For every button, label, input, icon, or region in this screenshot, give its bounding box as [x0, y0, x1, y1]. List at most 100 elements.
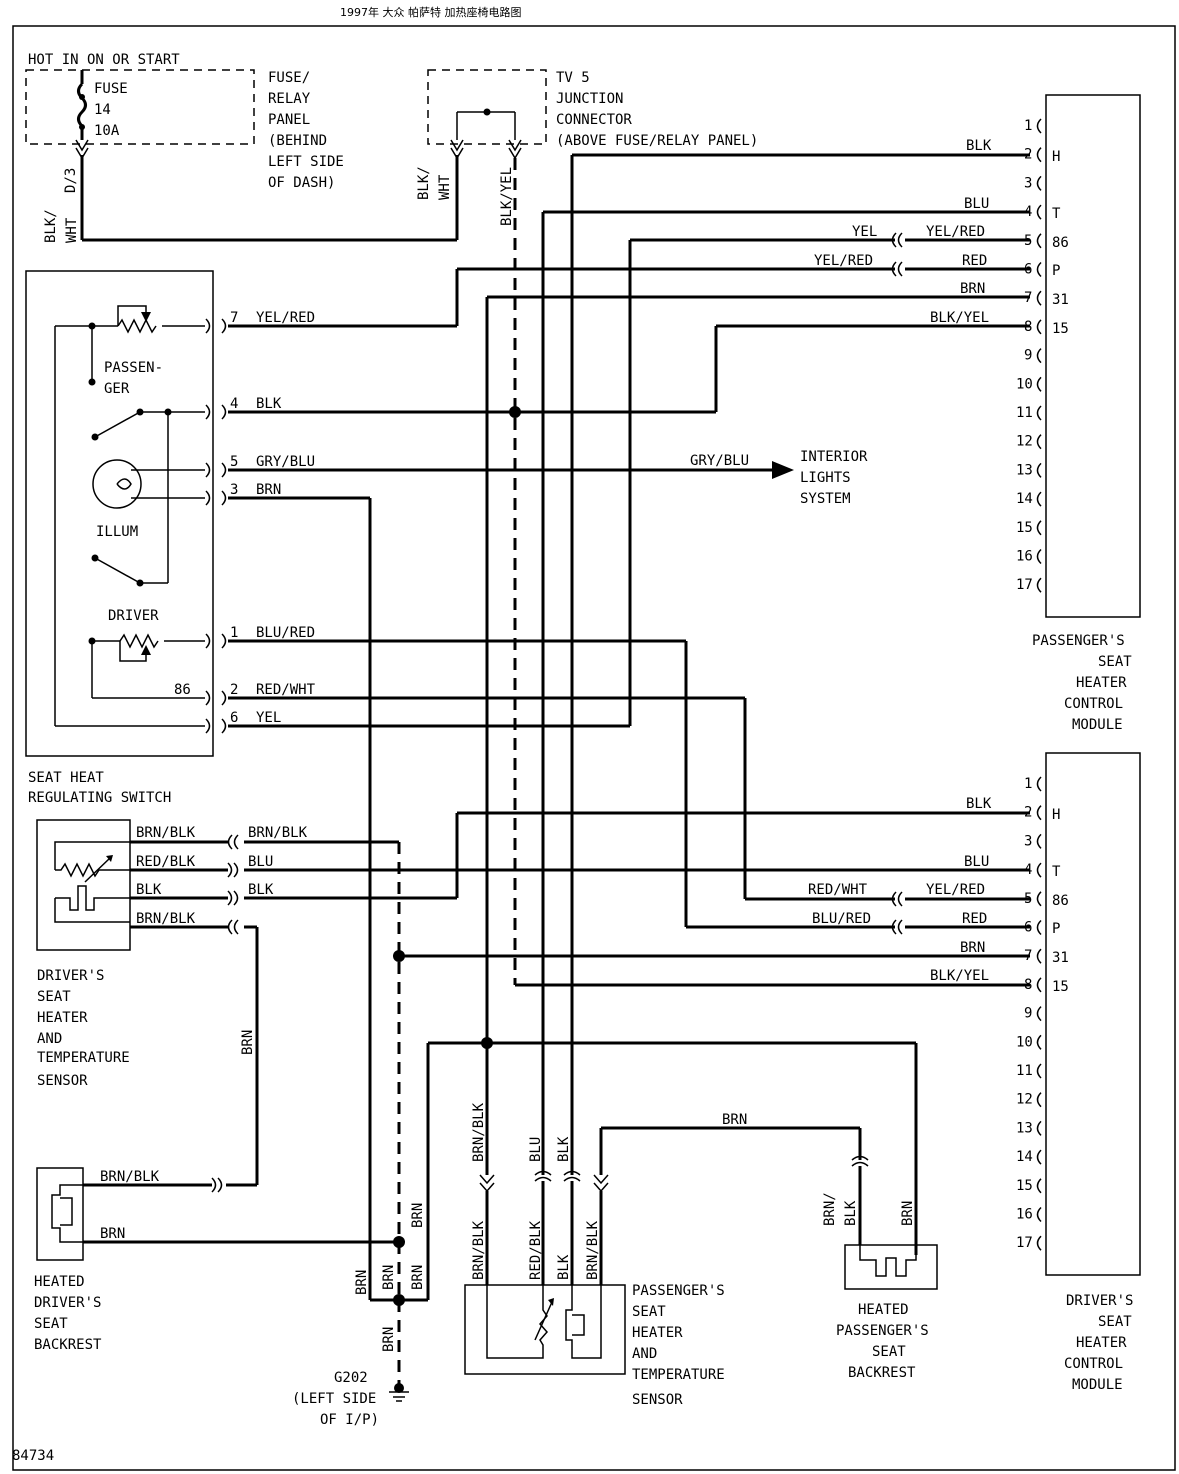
- pass-ext-5-label: YEL: [852, 224, 877, 240]
- fuse-wire-label-1: BLK/: [43, 209, 59, 243]
- switch-pin-connector: [221, 690, 227, 706]
- drv-module-box: [1045, 752, 1141, 1276]
- switch-pin-connector: [221, 490, 227, 506]
- pass-backrest-wl2: BLK: [843, 1200, 859, 1226]
- fuse-panel-box: [25, 69, 255, 145]
- switch-pin-connector: [205, 404, 211, 420]
- drv-backrest-w1: BRN/BLK: [100, 1169, 160, 1185]
- pass-pin-connector: [1036, 118, 1042, 134]
- pass-sensor-top-3: BLK: [556, 1136, 572, 1162]
- diagram-title: 1997年 大众 帕萨特 加热座椅电路图: [340, 5, 521, 19]
- pass-pin-connector: [1036, 261, 1042, 278]
- pass-wire-5-label: YEL/RED: [926, 224, 985, 240]
- pass-sensor-box: [464, 1284, 626, 1375]
- supply-label: HOT IN ON OR START: [28, 52, 180, 68]
- drv-pin-connector: [1036, 1206, 1042, 1223]
- pass-pin-86: 86: [1052, 235, 1069, 251]
- switch-illum-label: ILLUM: [96, 524, 138, 540]
- drv-sensor-box: [36, 819, 131, 951]
- gnd-w1: BRN: [354, 1270, 370, 1295]
- panel-name-5: LEFT SIDE: [268, 154, 344, 170]
- pass-backrest-wr: BRN: [900, 1201, 916, 1226]
- pass-pin-connector: [1036, 147, 1042, 163]
- drv-backrest-name-4: BACKREST: [34, 1337, 102, 1353]
- switch-pin-number: 1: [230, 625, 238, 641]
- switch-pin-wire: BLU/RED: [256, 625, 315, 641]
- pass-backrest-name-2: PASSENGER'S: [836, 1323, 929, 1339]
- pass-pin-num: 16: [1016, 549, 1033, 565]
- pass-backrest-box: [844, 1244, 938, 1290]
- pass-sensor-name-4: AND: [632, 1346, 657, 1362]
- drv-pin-connector: [1036, 805, 1042, 821]
- pass-sensor-bot-3: BLK: [556, 1254, 572, 1280]
- pass-sensor-bot-2: RED/BLK: [528, 1220, 544, 1280]
- gnd-name-2: (LEFT SIDE: [292, 1391, 376, 1407]
- pass-pin-connector: [1036, 348, 1042, 364]
- pass-backrest-name-3: SEAT: [872, 1344, 906, 1360]
- pass-pin-connector: [1036, 520, 1042, 536]
- pass-sensor-brn-top: BRN: [722, 1112, 747, 1128]
- fuse-wire-label-2: WHT: [64, 217, 80, 243]
- diagram-number: 84734: [12, 1448, 54, 1464]
- switch-pin-connector: [221, 462, 227, 478]
- drv-pin-num: 14: [1016, 1149, 1033, 1165]
- pass-backrest-wl1: BRN/: [822, 1192, 838, 1226]
- drv-pin-connector: [1036, 948, 1042, 964]
- switch-pin-number: 7: [230, 310, 238, 326]
- panel-name-3: PANEL: [268, 112, 310, 128]
- panel-name-2: RELAY: [268, 91, 311, 107]
- drv-pin-connector: [1036, 1063, 1042, 1079]
- drv-pin-num: 3: [1024, 833, 1032, 849]
- drv-pin-86: 86: [1052, 893, 1069, 909]
- drv-wire-6-label: RED: [962, 911, 987, 927]
- pass-sensor-name-3: HEATER: [632, 1325, 683, 1341]
- panel-name-6: OF DASH): [268, 175, 335, 191]
- gnd-w3: BRN: [410, 1265, 426, 1290]
- drv-vertical-brn-label: BRN: [240, 1030, 256, 1055]
- heated-passenger-seat-backrest: BRN/ BLK BRN HEATED PASSENGER'S SEAT BAC…: [822, 1166, 938, 1381]
- ground-g202: BRN BRN BRN BRN BRN G202 (LEFT SIDE OF I…: [292, 1041, 918, 1428]
- drv-pin-num: 8: [1024, 977, 1032, 993]
- pass-module-name-1: PASSENGER'S: [1032, 633, 1125, 649]
- fuse-symbol: [77, 82, 87, 128]
- drv-ext-6-label: BLU/RED: [812, 911, 871, 927]
- drv-wire-5-label: YEL/RED: [926, 882, 985, 898]
- gnd-name-1: G202: [334, 1370, 368, 1386]
- pass-sensor-name-6: SENSOR: [632, 1392, 683, 1408]
- drv-sensor-name-5: TEMPERATURE: [37, 1050, 130, 1066]
- drv-module-name-4: CONTROL: [1064, 1356, 1123, 1372]
- drv-pin-num: 13: [1016, 1120, 1033, 1136]
- switch-pin-wire: RED/WHT: [256, 682, 316, 698]
- drv-pin-15: 15: [1052, 979, 1069, 995]
- switch-driver-label: DRIVER: [108, 608, 159, 624]
- junction-box: [427, 69, 547, 145]
- pass-module-name-2: SEAT: [1098, 654, 1132, 670]
- diagram-frame: [12, 25, 1176, 1471]
- drv-pin-connector: [1036, 776, 1042, 792]
- drv-backrest-box: [36, 1167, 84, 1261]
- drv-sensor-ext-1: BRN/BLK: [248, 825, 308, 841]
- switch-pin-number: 6: [230, 710, 238, 726]
- pass-pin-connector: [1036, 233, 1042, 249]
- pass-wire-2-label: BLK: [966, 138, 992, 154]
- panel-name-4: (BEHIND: [268, 133, 327, 149]
- switch-pin-wire: GRY/BLU: [256, 454, 315, 470]
- drv-pin-connector: [1036, 1034, 1042, 1050]
- pass-module-name-3: HEATER: [1076, 675, 1127, 691]
- switch-86-label: 86: [174, 682, 191, 698]
- pass-pin-num: 3: [1024, 175, 1032, 191]
- junction-blkyel-label: BLK/YEL: [499, 167, 515, 226]
- fuse-label: FUSE: [94, 81, 128, 97]
- pass-backrest-name-4: BACKREST: [848, 1365, 916, 1381]
- interior-name-3: SYSTEM: [800, 491, 851, 507]
- switch-pin-connector: [205, 633, 211, 649]
- switch-pin-connector: [205, 490, 211, 506]
- drv-sensor-ext-3: BLK: [248, 882, 274, 898]
- pass-pin-connector: [1036, 290, 1042, 306]
- pass-pin-t: T: [1052, 206, 1061, 222]
- drv-module-name-1: DRIVER'S: [1066, 1293, 1133, 1309]
- drv-ext-5-label: RED/WHT: [808, 882, 868, 898]
- pass-wire-4-label: BLU: [964, 196, 989, 212]
- drv-pin-connector: [1036, 977, 1042, 993]
- drv-pin-num: 1: [1024, 776, 1032, 792]
